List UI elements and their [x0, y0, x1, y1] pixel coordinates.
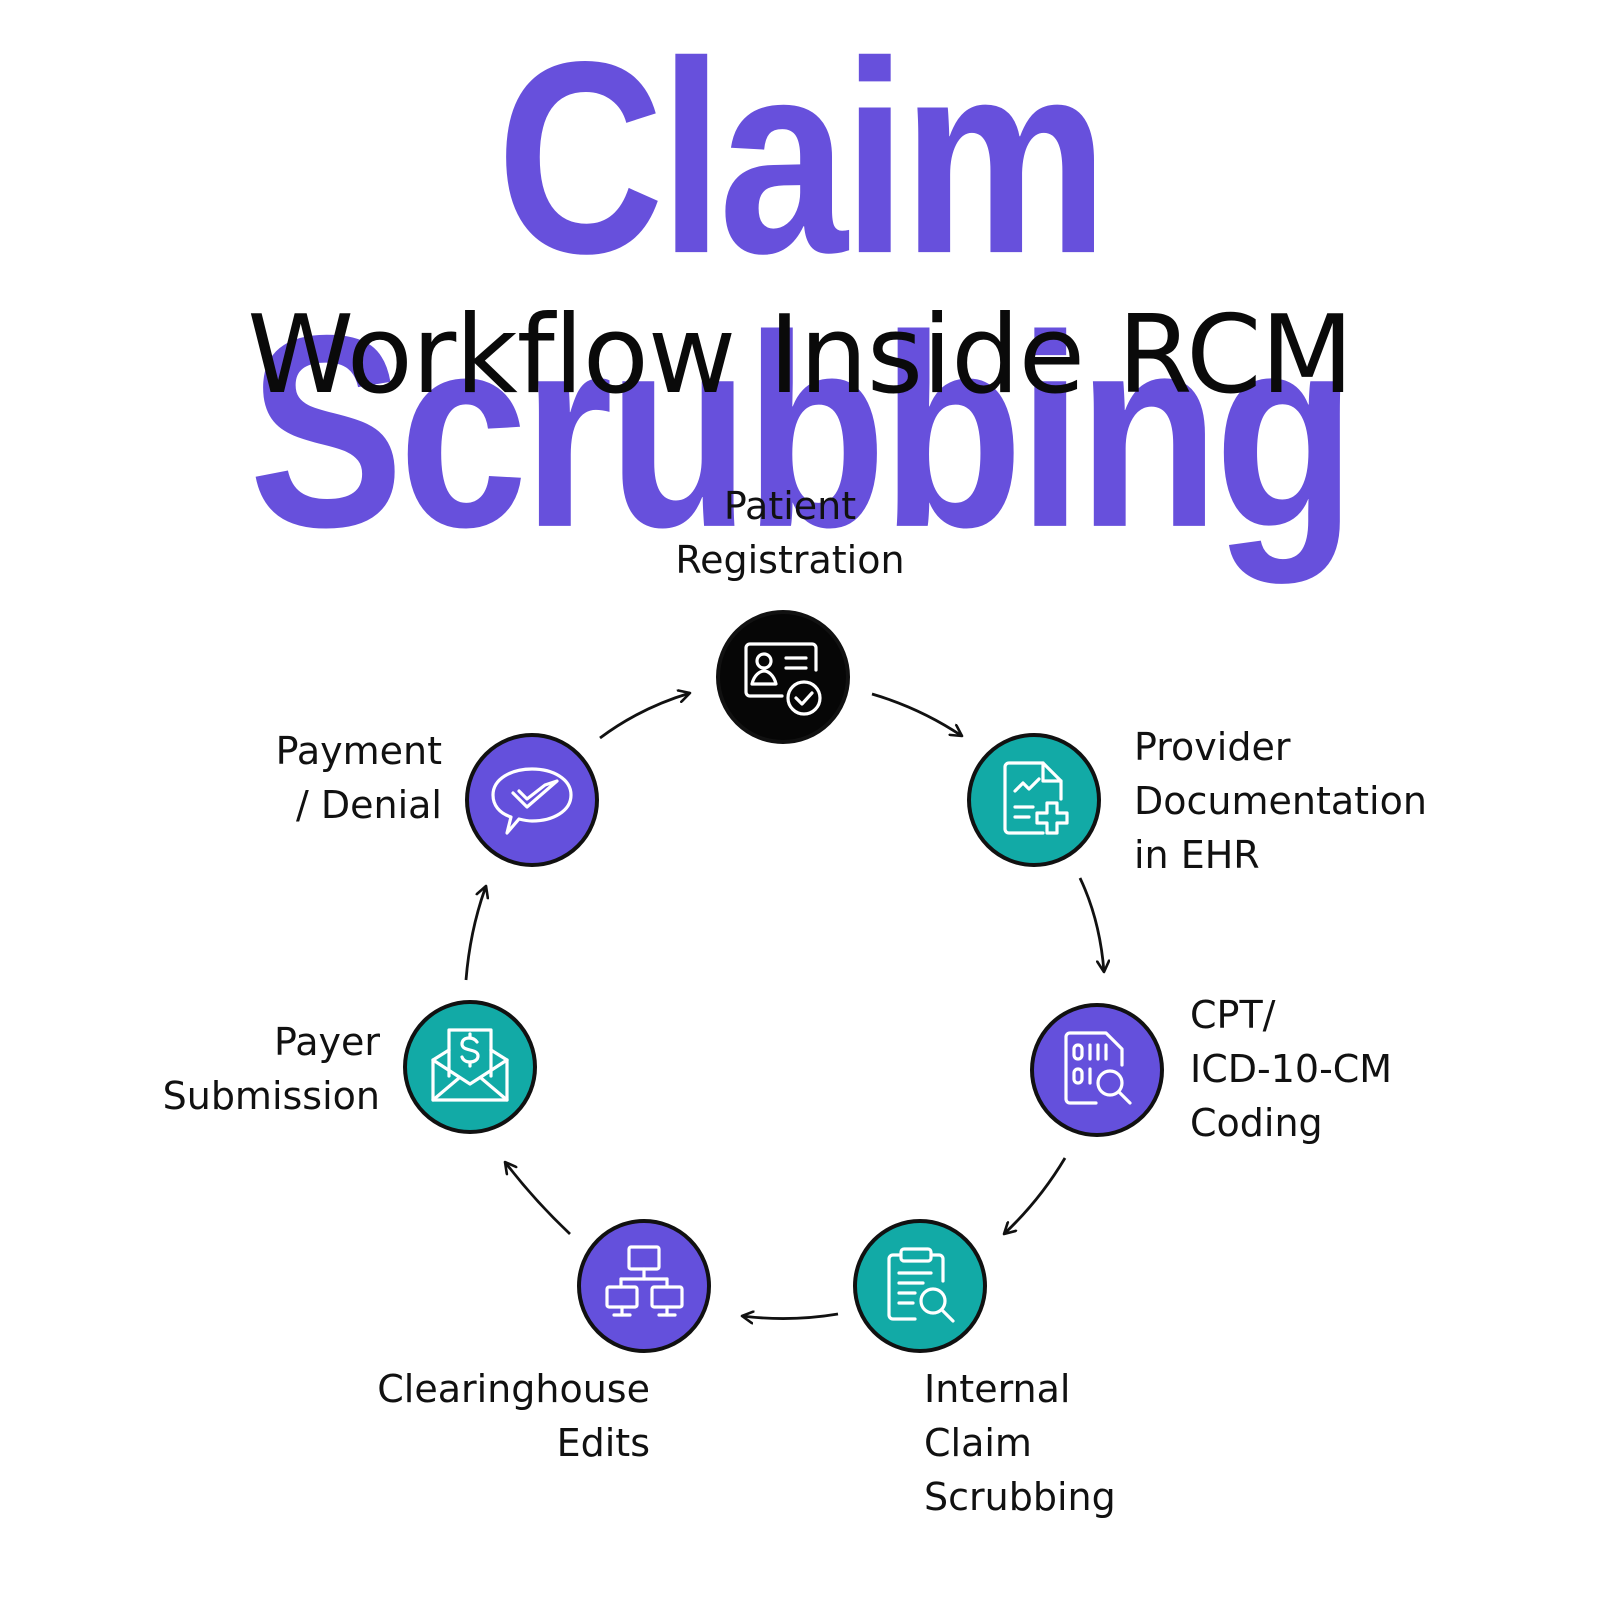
step-node-patient-registration	[716, 610, 850, 744]
binary-search-icon	[1064, 1031, 1132, 1105]
step-label-payer-submission: Payer Submission	[162, 1020, 380, 1118]
clipboard-search-icon	[887, 1247, 955, 1323]
step-node-internal-scrubbing	[853, 1219, 987, 1353]
chat-check-icon	[491, 767, 573, 835]
envelope-dollar-icon	[431, 1028, 509, 1102]
step-node-payment-denial	[465, 733, 599, 867]
step-node-payer-submission	[403, 1000, 537, 1134]
step-node-clearinghouse	[577, 1219, 711, 1353]
arrow-clearinghouse-to-submission	[505, 1162, 571, 1236]
step-label-payment-denial: Payment / Denial	[275, 729, 442, 827]
document-plus-icon	[1003, 761, 1069, 835]
step-label-coding: CPT/ ICD-10-CM Coding	[1190, 993, 1393, 1145]
arrow-documentation-to-coding	[1078, 877, 1104, 972]
arrow-payment-to-registration	[599, 693, 690, 740]
arrow-coding-to-scrubbing	[1004, 1157, 1067, 1234]
arrow-registration-to-documentation	[871, 692, 962, 736]
network-computers-icon	[605, 1245, 684, 1317]
arrow-submission-to-payment	[464, 886, 486, 981]
arrow-scrubbing-to-clearinghouse	[742, 1314, 839, 1319]
step-label-patient-registration: Patient Registration	[675, 484, 905, 582]
step-node-coding	[1030, 1003, 1164, 1137]
step-node-provider-documentation	[967, 733, 1101, 867]
step-label-clearinghouse: Clearinghouse Edits	[377, 1367, 650, 1465]
id-card-check-icon	[744, 642, 822, 716]
step-label-provider-documentation: Provider Documentation in EHR	[1134, 725, 1427, 877]
step-label-internal-scrubbing: Internal Claim Scrubbing	[924, 1367, 1116, 1519]
page-subtitle: Workflow Inside RCM	[247, 293, 1353, 418]
page-title: Claim Scrubbing	[248, 5, 1356, 585]
